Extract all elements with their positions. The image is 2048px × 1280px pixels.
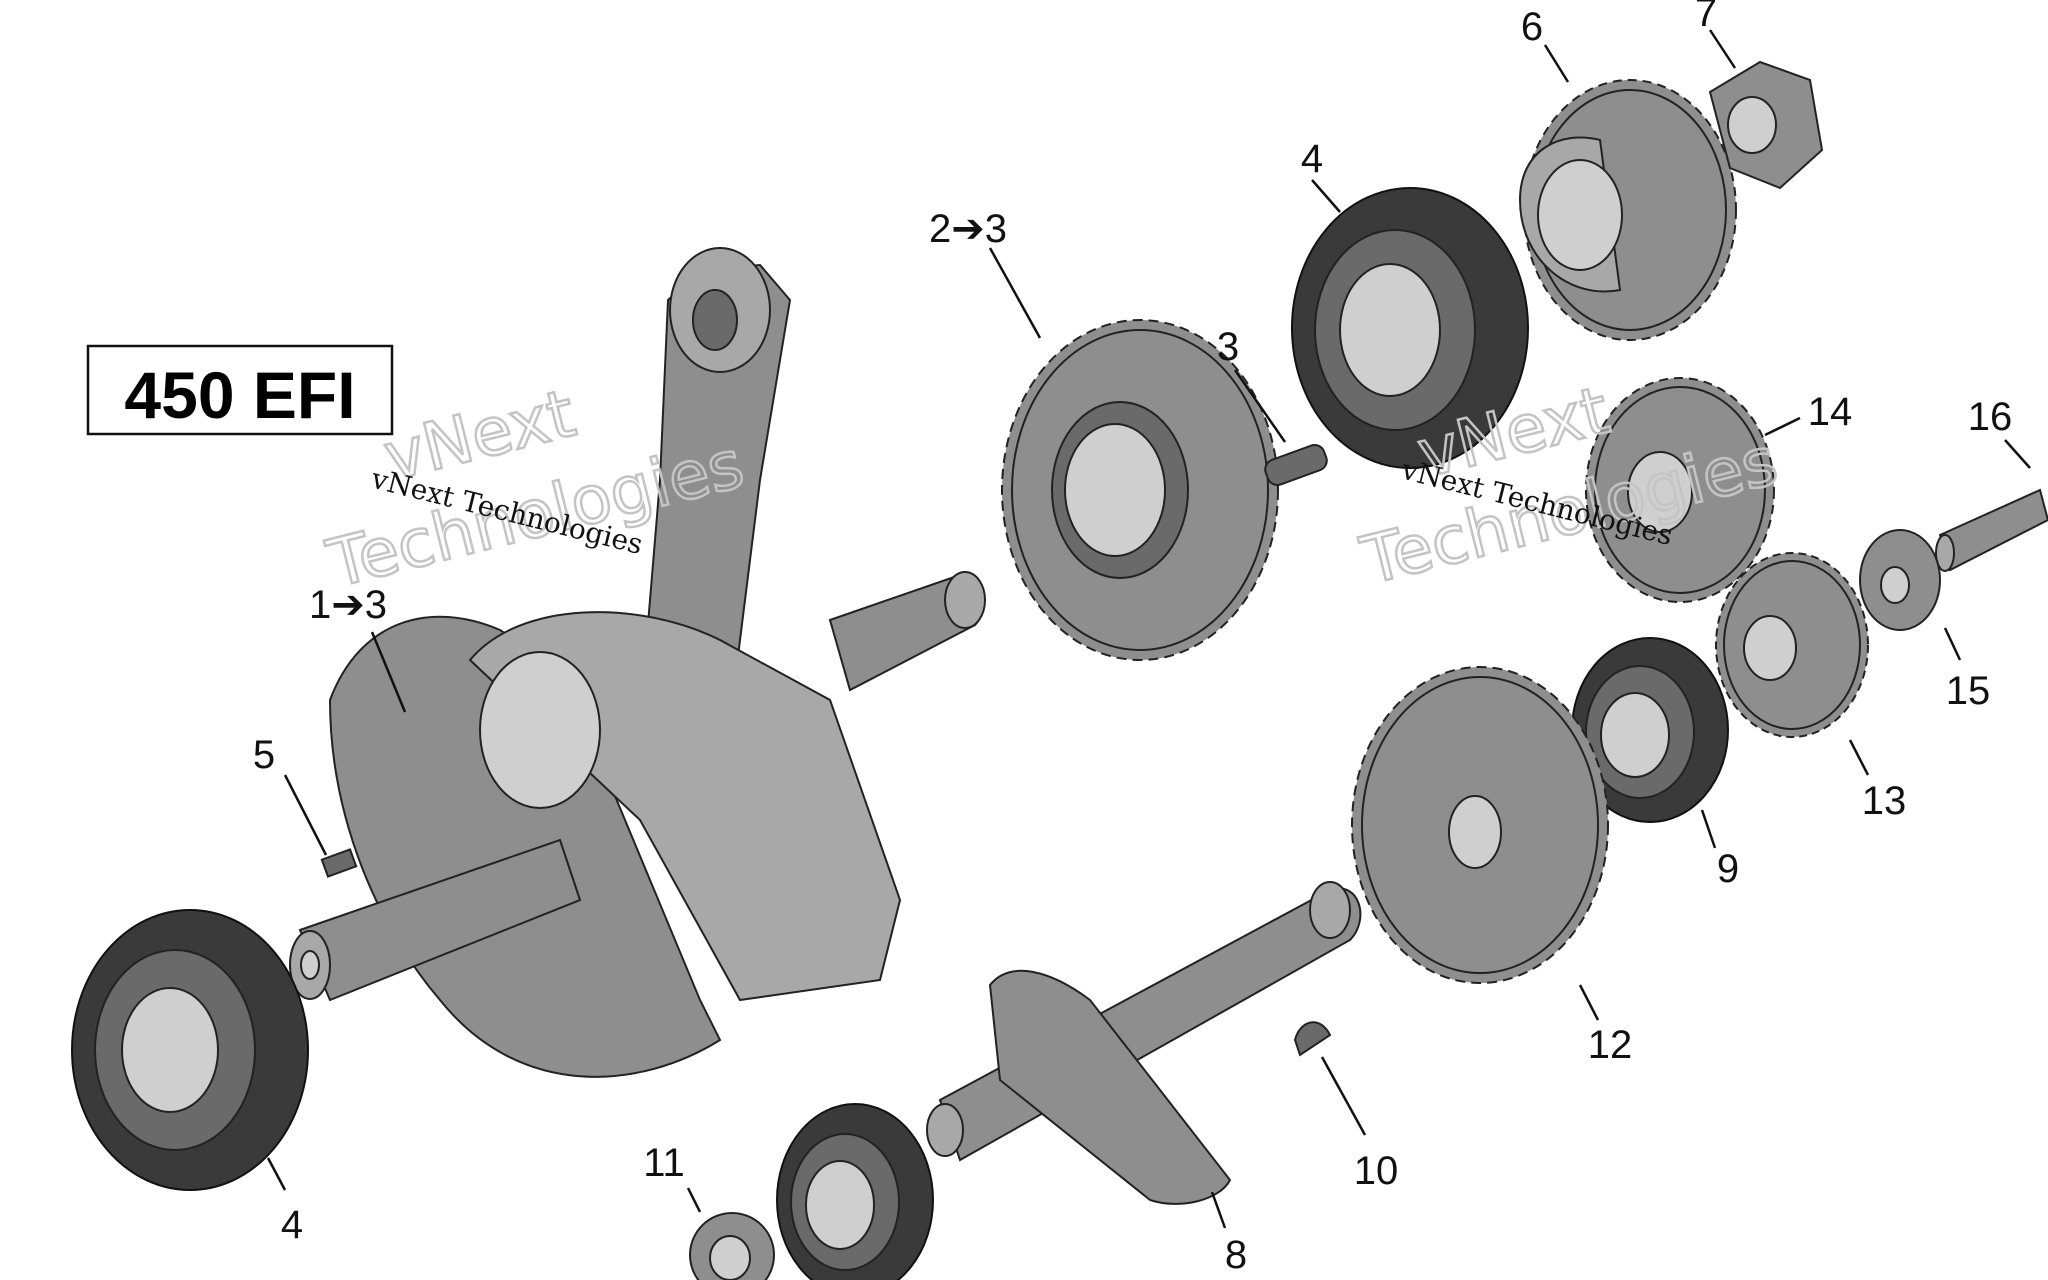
balancer-shaft-8 [926,881,1362,1205]
callout-16: 16 [1968,395,2013,439]
leader-lines [266,29,2031,1229]
callout-7: 7 [1695,0,1717,35]
bearing-4-left [71,909,309,1191]
callout-8: 8 [1225,1233,1247,1277]
dowel-pin-3 [1264,443,1328,487]
callout-2: 2➔3 [929,207,1007,251]
callout-11: 11 [643,1141,685,1185]
model-title-box: 450 EFI [86,344,394,436]
crank-gear-2 [1001,319,1279,661]
callout-13: 13 [1862,779,1907,823]
bolt-16 [1935,488,2048,572]
model-title: 450 EFI [124,358,355,432]
gear-14 [1585,377,1775,603]
bearing-balancer [776,1103,934,1280]
callout-10: 10 [1354,1149,1399,1193]
washer-11 [689,1212,775,1280]
callout-15: 15 [1946,669,1991,713]
balancer-gear-12 [1351,666,1609,984]
callout-6: 6 [1521,5,1543,49]
woodruff-key-5 [320,848,358,878]
key-10 [1293,1021,1332,1057]
bearing-9 [1571,637,1729,823]
callout-labels: 1➔3 2➔3 3 4 4 5 6 7 8 9 10 11 12 13 14 1… [253,0,2012,1277]
washer-15 [1859,529,1941,631]
bearing-4-upper [1291,187,1529,469]
callout-5: 5 [253,733,275,777]
callout-4-lower: 4 [281,1203,303,1247]
callout-1: 1➔3 [309,583,387,627]
crankshaft-assembly [289,247,986,1078]
callout-4-upper: 4 [1301,137,1323,181]
gear-6 [1518,79,1737,341]
callout-9: 9 [1717,847,1739,891]
callout-3: 3 [1217,325,1239,369]
gear-13 [1715,552,1869,738]
callout-14: 14 [1808,390,1853,434]
callout-12: 12 [1588,1023,1633,1067]
